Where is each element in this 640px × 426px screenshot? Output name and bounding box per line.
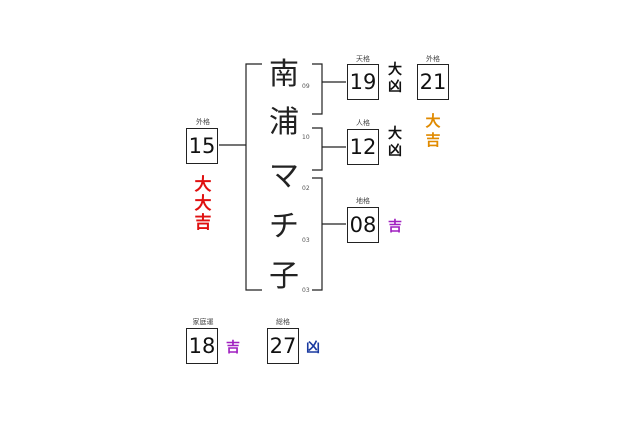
gaikaku-top-label: 外格 xyxy=(426,55,440,63)
jinkaku-box: 12 xyxy=(347,129,379,165)
kateiun-fortune: 吉 xyxy=(226,340,240,356)
gaikaku-left-box: 15 xyxy=(186,128,218,164)
kateiun-label: 家庭運 xyxy=(192,318,214,326)
chikaku-box: 08 xyxy=(347,207,379,243)
jinkaku-label: 人格 xyxy=(356,119,370,127)
chikaku-label: 地格 xyxy=(356,197,370,205)
soukaku-label: 総格 xyxy=(276,318,290,326)
gaikaku-left-fortune: 大大吉 xyxy=(194,175,212,233)
gaikaku-top-box: 21 xyxy=(417,64,449,100)
gaikaku-top-fortune: 大吉 xyxy=(425,112,441,149)
soukaku-box: 27 xyxy=(267,328,299,364)
name-char-4: チ xyxy=(269,209,299,244)
stroke-count-2: 10 xyxy=(302,134,310,141)
stroke-count-5: 03 xyxy=(302,287,310,294)
jinkaku-fortune: 大凶 xyxy=(388,126,402,159)
kateiun-box: 18 xyxy=(186,328,218,364)
tenkaku-fortune: 大凶 xyxy=(388,62,402,95)
soukaku-fortune: 凶 xyxy=(306,340,320,356)
gaikaku-left-label: 外格 xyxy=(196,118,210,126)
stroke-count-4: 03 xyxy=(302,237,310,244)
chikaku-fortune: 吉 xyxy=(388,219,402,235)
stroke-count-1: 09 xyxy=(302,83,310,90)
name-char-2: 浦 xyxy=(269,105,299,140)
name-char-3: マ xyxy=(269,159,299,194)
stroke-count-3: 02 xyxy=(302,185,310,192)
tenkaku-label: 天格 xyxy=(356,55,370,63)
tenkaku-box: 19 xyxy=(347,64,379,100)
name-char-5: 子 xyxy=(269,259,299,294)
name-char-1: 南 xyxy=(269,57,299,92)
